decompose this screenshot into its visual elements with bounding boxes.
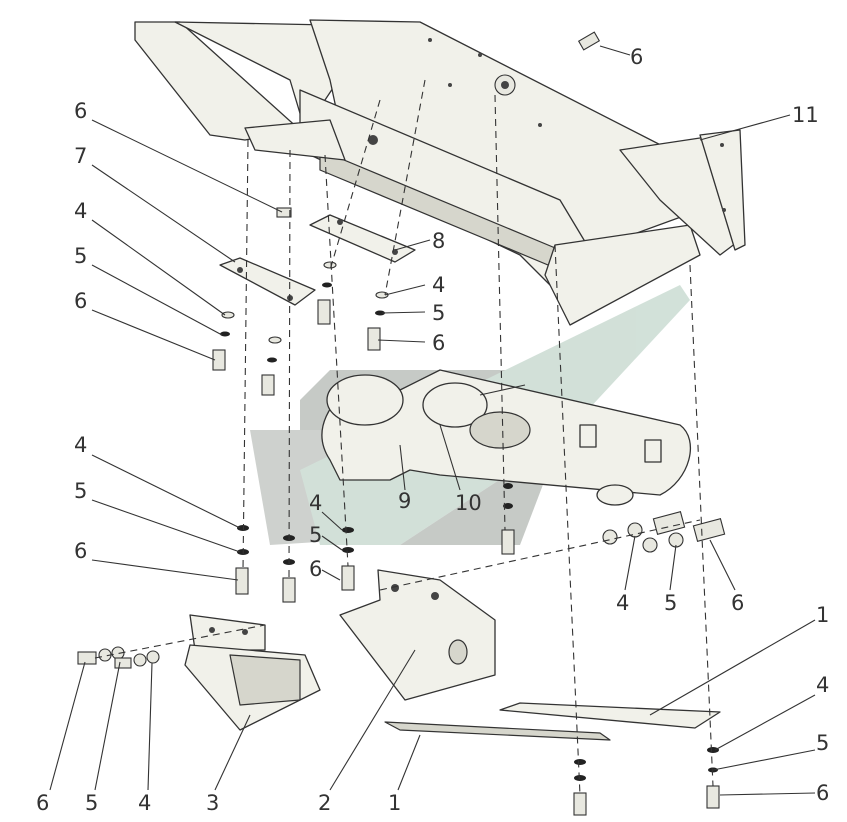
callout-label: 11 xyxy=(792,103,819,127)
callout-label: 6 xyxy=(432,331,445,355)
callout-label: 4 xyxy=(74,199,87,223)
callout-labels: 6 11 6 7 4 5 6 8 4 5 6 4 5 6 4 5 6 9 10 … xyxy=(36,45,829,815)
strip-1-left xyxy=(384,721,611,741)
strip-1-right xyxy=(499,702,721,729)
callout-label: 4 xyxy=(432,273,445,297)
callout-label: 3 xyxy=(206,791,219,815)
bracket-3 xyxy=(184,614,321,731)
callout-label: 6 xyxy=(731,591,744,615)
callout-label: 5 xyxy=(309,523,322,547)
callout-label: 5 xyxy=(432,301,445,325)
callout-label: 6 xyxy=(309,557,322,581)
callout-label: 5 xyxy=(74,479,87,503)
leader-lines xyxy=(49,45,816,796)
callout-label: 6 xyxy=(74,539,87,563)
plate-7 xyxy=(219,257,316,306)
axle-assembly xyxy=(321,369,691,506)
callout-label: 7 xyxy=(74,144,87,168)
callout-label: 5 xyxy=(664,591,677,615)
callout-label: 4 xyxy=(616,591,629,615)
callout-label: 4 xyxy=(309,491,322,515)
callout-label: 2 xyxy=(318,791,331,815)
callout-label: 4 xyxy=(138,791,151,815)
bracket-2 xyxy=(339,569,496,701)
callout-label: 1 xyxy=(816,603,829,627)
callout-label: 5 xyxy=(85,791,98,815)
callout-label: 1 xyxy=(388,791,401,815)
callout-label: 4 xyxy=(816,673,829,697)
callout-label: 4 xyxy=(74,433,87,457)
callout-label: 5 xyxy=(816,731,829,755)
fasteners xyxy=(77,31,726,816)
callout-label: 8 xyxy=(432,229,445,253)
callout-label: 5 xyxy=(74,244,87,268)
callout-label: 9 xyxy=(398,489,411,513)
callout-label: 10 xyxy=(455,491,482,515)
main-frame xyxy=(134,19,746,326)
callout-label: 6 xyxy=(816,781,829,805)
callout-label: 6 xyxy=(74,289,87,313)
assembly-lines xyxy=(94,79,714,796)
plate-8 xyxy=(309,214,416,263)
callout-label: 6 xyxy=(36,791,49,815)
callout-label: 6 xyxy=(74,99,87,123)
callout-label: 6 xyxy=(630,45,643,69)
